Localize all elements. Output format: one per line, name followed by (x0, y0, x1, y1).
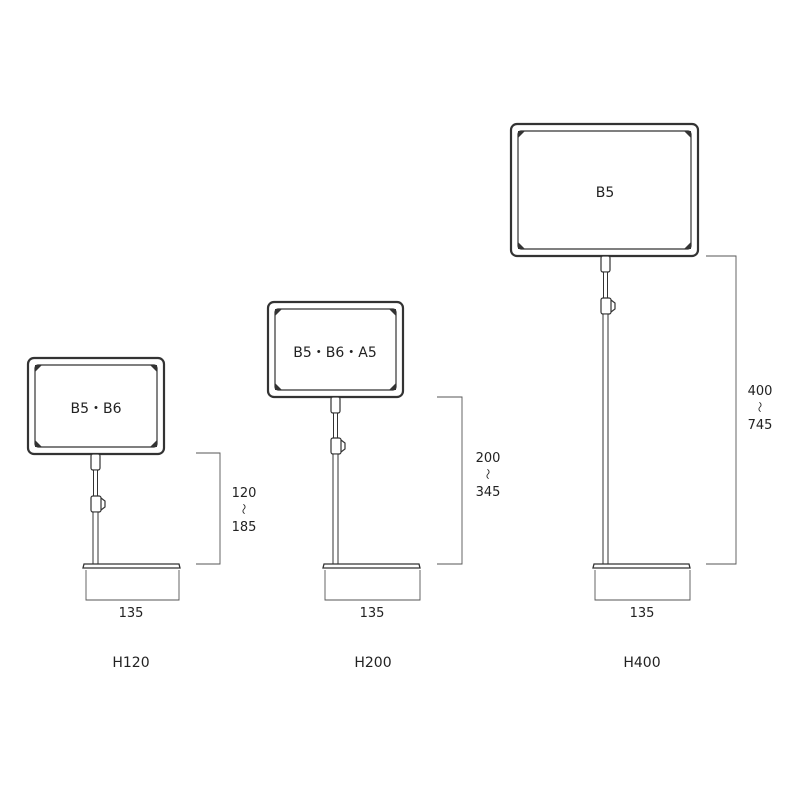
clamp-lever (340, 439, 346, 453)
paper-size-label: B5・B6 (70, 401, 121, 417)
height-range-mark: 〜 (481, 469, 494, 480)
stand-base (322, 563, 421, 569)
base-width-dimension-line (85, 570, 180, 601)
stand-base (82, 563, 181, 569)
lower-pole (332, 453, 339, 565)
upper-pole (93, 469, 98, 497)
height-dimension-bracket (437, 396, 463, 565)
frame-corner-marks (275, 309, 396, 390)
paper-size-label: B5 (596, 185, 615, 201)
frame-corner-marks (35, 365, 157, 447)
height-adjust-clamp (330, 437, 342, 455)
base-width-label: 135 (360, 606, 385, 621)
height-range-mark: 〜 (237, 504, 250, 515)
frame-corner-marks (518, 131, 691, 249)
sign-holder-clip (330, 396, 341, 414)
clamp-lever (610, 299, 616, 313)
paper-size-label: B5・B6・A5 (293, 345, 377, 361)
base-width-label: 135 (119, 606, 144, 621)
sign-frame-inner (517, 130, 692, 250)
height-dimension-bracket (706, 255, 737, 565)
model-label: H400 (623, 655, 660, 671)
height-adjust-clamp (90, 495, 102, 513)
height-max-label: 345 (476, 485, 501, 500)
height-min-label: 120 (232, 486, 257, 501)
lower-pole (602, 313, 609, 565)
sign-frame-inner (34, 364, 158, 448)
height-range-mark: 〜 (753, 402, 766, 413)
sign-holder-clip (600, 255, 611, 273)
sign-frame-inner (274, 308, 397, 391)
sign-holder-clip (90, 453, 101, 471)
height-max-label: 185 (232, 520, 257, 535)
lower-pole (92, 511, 99, 565)
stand-h400: B5 135 400 〜 745 H400 (509, 122, 773, 671)
height-adjust-clamp (600, 297, 612, 315)
model-label: H120 (112, 655, 149, 671)
base-width-dimension-line (594, 570, 691, 601)
stand-h200: B5・B6・A5 135 200 〜 345 H200 (266, 300, 501, 671)
clamp-lever (100, 497, 106, 511)
stand-h120: B5・B6 135 120 〜 185 H120 (26, 356, 257, 671)
model-label: H200 (354, 655, 391, 671)
upper-pole (603, 271, 608, 299)
height-dimension-bracket (196, 452, 221, 565)
upper-pole (333, 412, 338, 439)
base-width-label: 135 (630, 606, 655, 621)
stand-base (592, 563, 691, 569)
height-min-label: 400 (748, 384, 773, 399)
height-min-label: 200 (476, 451, 501, 466)
height-max-label: 745 (748, 418, 773, 433)
base-width-dimension-line (324, 570, 421, 601)
